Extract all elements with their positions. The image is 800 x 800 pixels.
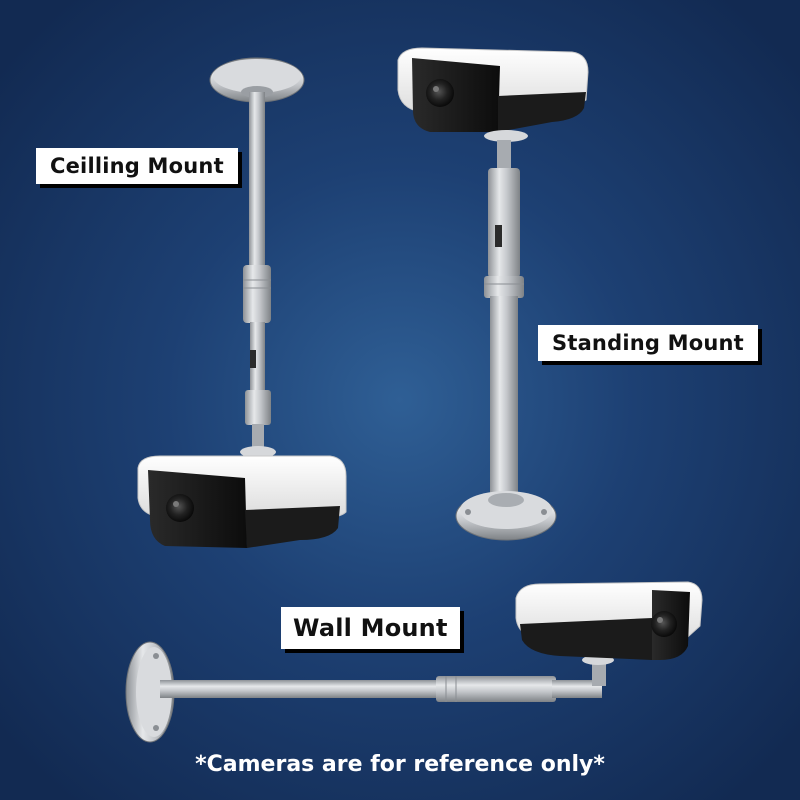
camera-standing bbox=[397, 47, 589, 142]
ceiling-mount-label: Ceilling Mount bbox=[36, 148, 238, 184]
ceiling-mount-bracket bbox=[209, 57, 305, 458]
standing-mount-bracket bbox=[455, 140, 557, 541]
camera-wall bbox=[515, 581, 703, 660]
wall-mount-bracket bbox=[125, 641, 614, 743]
standing-mount-label: Standing Mount bbox=[538, 325, 758, 361]
wall-mount-label: Wall Mount bbox=[281, 607, 460, 649]
camera-ceiling bbox=[137, 455, 347, 548]
disclaimer-footnote: *Cameras are for reference only* bbox=[195, 752, 605, 777]
